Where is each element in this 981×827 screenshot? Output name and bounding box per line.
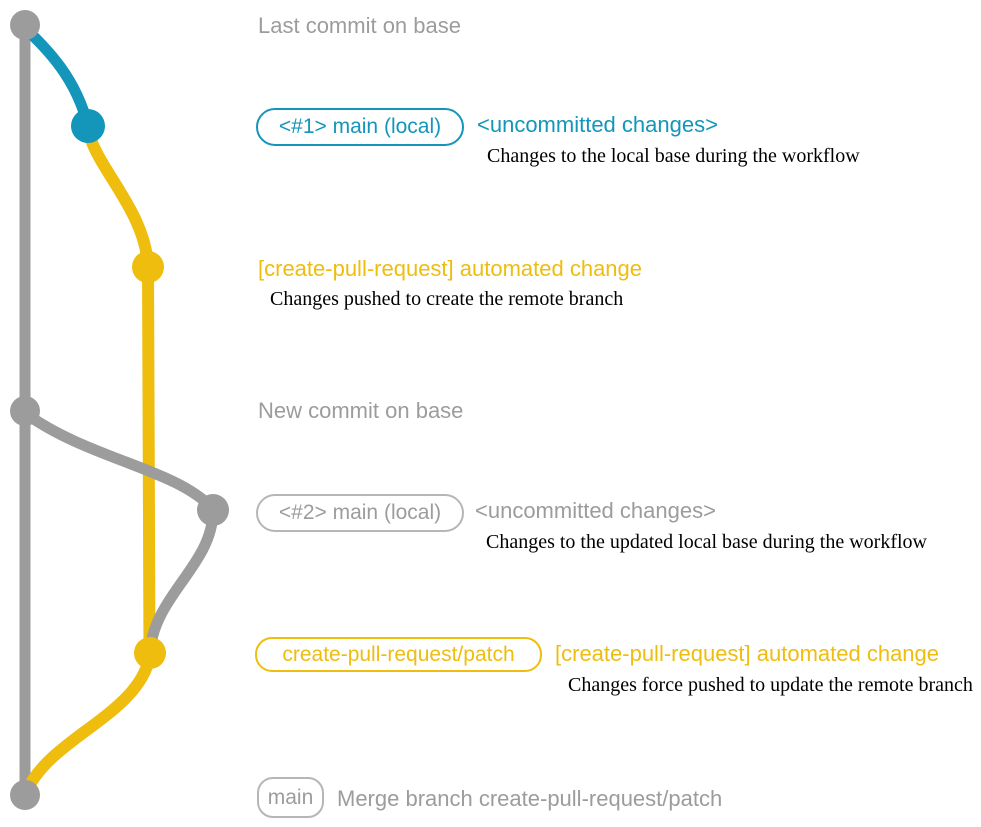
heading-uncommitted-changes-1: <uncommitted changes> — [477, 112, 718, 137]
branch-badge-main-local-1-label: <#1> main (local) — [278, 115, 442, 138]
branch-badge-main-local-2-label: <#2> main (local) — [278, 501, 442, 524]
edge-base-to-main-local-2 — [19, 407, 219, 515]
edge-main-local-2-to-patch — [144, 506, 219, 657]
branch-badge-create-pull-request-patch-label: create-pull-request/patch — [282, 642, 515, 666]
commit-dot-merge — [10, 780, 40, 810]
edge-base-to-main-local-1 — [19, 22, 94, 132]
commit-dot-new-base — [10, 396, 40, 426]
commit-dot-main-local-1 — [71, 109, 105, 143]
note-local-base-changes: Changes to the local base during the wor… — [487, 145, 860, 167]
edge-patch-to-merge — [20, 649, 156, 799]
branch-badge-create-pull-request-patch: create-pull-request/patch — [255, 637, 542, 672]
heading-automated-change-2: [create-pull-request] automated change — [555, 641, 940, 666]
label-last-commit-on-base: Last commit on base — [258, 13, 461, 38]
commit-dot-patch-1 — [132, 251, 164, 283]
heading-uncommitted-changes-2: <uncommitted changes> — [475, 498, 716, 523]
branch-badge-main-local-1: <#1> main (local) — [256, 108, 464, 146]
commit-dot-patch-2 — [134, 637, 166, 669]
heading-automated-change-1: [create-pull-request] automated change — [258, 256, 643, 281]
branch-badge-main-label: main — [267, 785, 314, 809]
branch-badge-main-local-2: <#2> main (local) — [256, 494, 464, 532]
edge-main-local-1-to-patch — [82, 122, 154, 273]
note-changes-force-pushed: Changes force pushed to update the remot… — [568, 674, 973, 696]
branch-badge-main: main — [257, 777, 324, 818]
note-updated-local-base-changes: Changes to the updated local base during… — [486, 531, 927, 553]
note-changes-pushed: Changes pushed to create the remote bran… — [270, 288, 624, 310]
label-merge-branch: Merge branch create-pull-request/patch — [337, 786, 723, 811]
commit-dot-last-base — [10, 10, 40, 40]
commit-dot-main-local-2 — [197, 494, 229, 526]
label-new-commit-on-base: New commit on base — [258, 398, 464, 423]
branch-patch-line — [142, 261, 156, 659]
